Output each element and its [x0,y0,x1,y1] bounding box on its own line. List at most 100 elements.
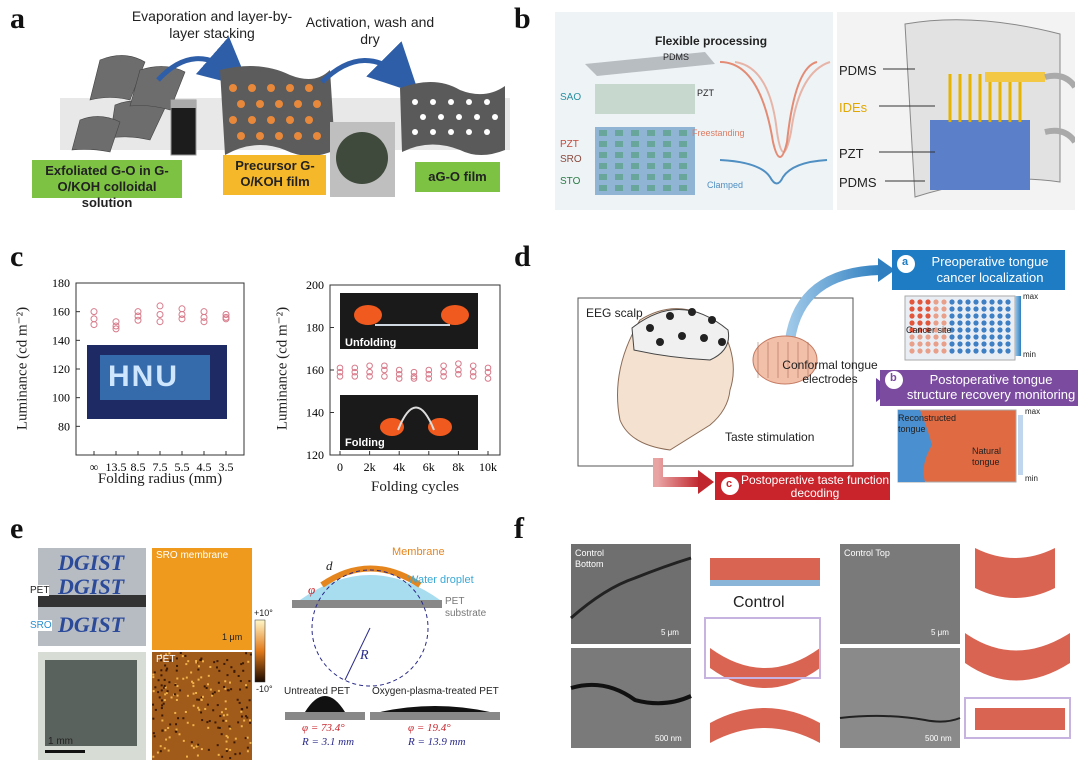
afm-noise [229,681,232,684]
d-arrow-blue [785,265,881,341]
c-left-point [222,315,230,323]
afm-noise [165,669,168,672]
b-ides: IDEs [839,100,868,115]
heatmap-dot [997,341,1003,347]
lattice-cell [615,174,623,180]
afm-noise [225,734,228,737]
b-sto: STO [560,176,581,187]
ago-hole [492,114,498,120]
lattice-cell [647,141,655,147]
afm-noise [195,691,198,694]
afm-noise [161,719,164,722]
afm-noise [208,720,211,723]
afm-noise [182,677,185,680]
heatmap-dot [957,320,963,326]
afm-noise [237,721,240,724]
afm-noise [207,674,210,677]
heatmap-dot [909,341,915,347]
afm-noise [244,715,247,718]
e-r-label: R [360,648,369,663]
device-pzt [930,120,1030,190]
afm-noise [200,696,203,699]
c-left-point [90,315,98,323]
c-right-point [351,368,359,376]
d-max-2: max [1025,407,1041,416]
panel-b: Flexible processing PDMS SAO PZT PZT SRO… [555,12,1078,210]
e-phi1: φ = 73.4° [302,722,345,734]
panel-label-b: b [514,2,531,35]
heatmap-dot [909,327,915,333]
cap-electrode [700,334,708,342]
panel-d-graphics [577,250,1078,500]
d-badge-b: b [890,372,897,384]
c-left-point [156,311,164,319]
d-min-2: min [1025,474,1038,483]
heatmap-dot [933,313,939,319]
afm-noise [223,662,226,665]
heatmap-dot [989,341,995,347]
heatmap-dot [941,313,947,319]
afm-noise [207,748,210,751]
b-freestanding: Freestanding [692,128,745,138]
afm-noise [201,695,204,698]
heatmap-dot [933,320,939,326]
afm-noise [224,707,227,710]
afm-noise [168,652,171,655]
heatmap-dot [909,334,915,340]
afm-noise [233,669,236,672]
afm-noise [207,683,210,686]
afm-noise [244,737,247,740]
precursor-dot [275,100,283,108]
precursor-dot [248,116,256,124]
c-left-point [112,322,120,330]
heatmap-dot [917,320,923,326]
d-recon-label: Reconstructed tongue [898,413,957,434]
heatmap-dot [957,313,963,319]
afm-noise [213,691,216,694]
b-sao: SAO [560,92,582,103]
c-left-point [156,318,164,326]
afm-noise [246,750,249,753]
precursor-dot [237,100,245,108]
heatmap-dot [981,341,987,347]
cap-electrode [688,308,696,316]
afm-noise [190,744,193,747]
afm-noise [218,726,221,729]
heatmap-dot [989,320,995,326]
e-drop-treated [380,706,490,712]
afm-noise [249,719,252,722]
lattice-cell [663,185,671,191]
afm-noise [185,663,188,666]
f-block-right-2 [965,633,1070,681]
f-scale-500a: 500 nm [655,734,682,743]
afm-noise [175,698,178,701]
lattice-cell [631,163,639,169]
afm-noise [240,663,243,666]
afm-noise [229,727,232,730]
heatmap-dot [957,327,963,333]
box-3 [415,162,500,192]
afm-noise [209,688,212,691]
ago-holes [412,99,498,135]
afm-noise [249,653,252,656]
afm-noise [195,659,198,662]
heatmap-dot [973,334,979,340]
heatmap-dot [1005,334,1011,340]
ago-hole [412,99,418,105]
afm-noise [218,669,221,672]
crystal-lattice [595,84,695,195]
f-block-right-3 [975,708,1065,730]
e-logo-3: DGIST [58,612,125,637]
lattice-cell [679,163,687,169]
heatmap-dot [925,313,931,319]
c-left-point [156,302,164,310]
afm-noise [196,754,199,757]
f-block-curve [710,708,820,743]
heatmap-dot [981,299,987,305]
heatmap-dot [909,306,915,312]
afm-noise [160,659,163,662]
ago-hole [474,114,480,120]
lattice-cell [679,141,687,147]
heatmap-dot [989,299,995,305]
lattice-cell [599,163,607,169]
